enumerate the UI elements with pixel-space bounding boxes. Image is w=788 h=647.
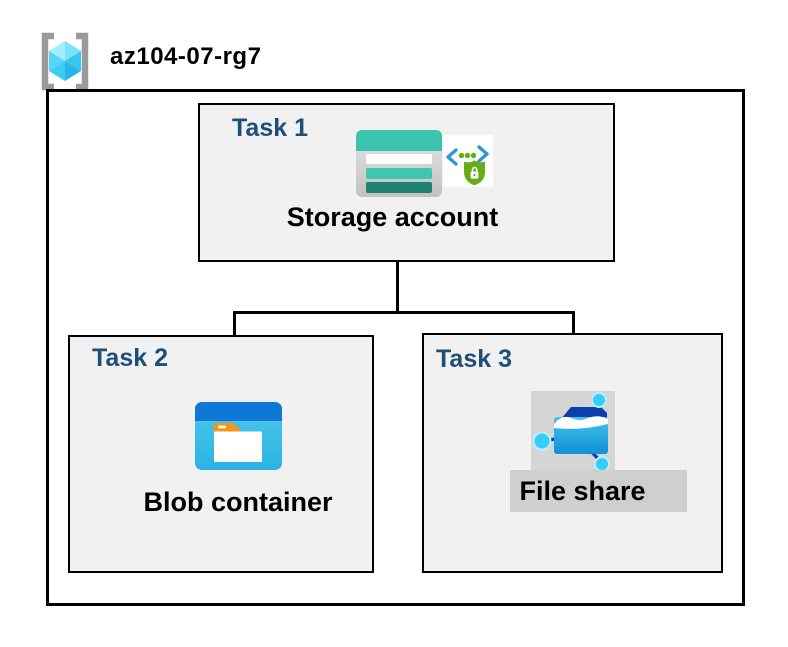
task1-box: Task 1 Storage account — [198, 103, 615, 262]
storage-account-label: Storage account — [286, 202, 499, 232]
connector-storage-down — [396, 262, 399, 313]
resource-group-icon — [41, 32, 89, 91]
blob-container-icon — [195, 402, 282, 470]
connector-horizontal — [233, 311, 575, 314]
task3-box: Task 3 File share — [422, 333, 723, 573]
blob-container-label: Blob container — [143, 487, 333, 517]
task3-label: Task 3 — [436, 345, 512, 373]
task2-box: Task 2 Blob container — [68, 335, 374, 573]
file-share-icon-highlight — [531, 391, 615, 473]
storage-account-icon — [356, 130, 442, 197]
sas-shield-lock-icon — [443, 135, 493, 187]
file-share-label: File share — [519, 476, 646, 506]
task1-label: Task 1 — [232, 114, 308, 142]
resource-group-name: az104-07-rg7 — [110, 43, 262, 70]
file-share-label-highlight: File share — [510, 470, 687, 512]
task2-label: Task 2 — [92, 344, 168, 372]
file-share-icon — [532, 392, 610, 472]
